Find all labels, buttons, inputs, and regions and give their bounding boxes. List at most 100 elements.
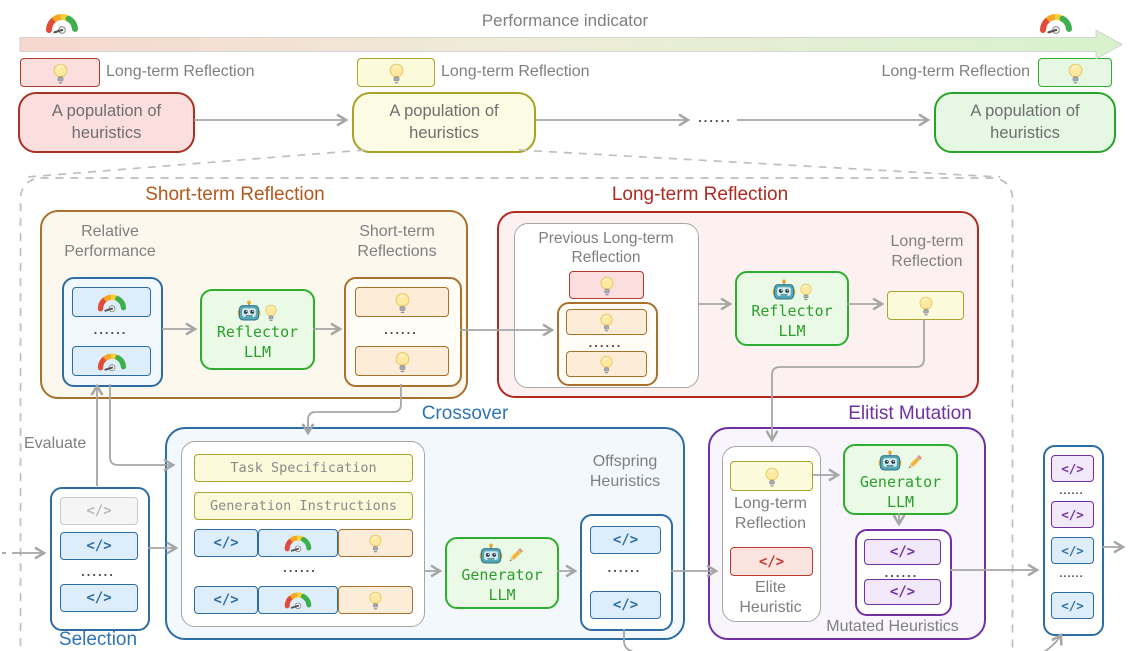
llm-name: Reflector: [216, 322, 299, 341]
population-text: heuristics: [71, 123, 142, 142]
selected-code-cell: </>: [60, 532, 138, 560]
parent-reflection-cell: [338, 529, 413, 557]
task-specification-cell: Task Specification: [194, 454, 413, 482]
legend-label: Long-term Reflection: [441, 63, 590, 80]
code-glyph: </>: [612, 532, 639, 548]
parent-code-cell: </>: [194, 586, 258, 614]
lightbulb-icon: [264, 303, 278, 322]
performance-indicator-title: Performance indicator: [400, 10, 730, 31]
population-box-mid: A population of heuristics: [352, 92, 536, 153]
long-term-output-label: Long-term Reflection: [890, 233, 964, 270]
code-glyph: </>: [1061, 507, 1084, 522]
output-code-cell-purple: </>: [1051, 455, 1094, 482]
llm-name: Reflector: [751, 301, 833, 320]
long-term-reflection-cell: [730, 461, 813, 491]
generator-llm-box: Generator LLM: [445, 537, 559, 609]
performance-gauge-icon: [44, 10, 80, 36]
code-glyph: </>: [1061, 543, 1084, 558]
llm-sub: LLM: [886, 492, 915, 511]
mutated-heuristics-label: Mutated Heuristics: [826, 618, 959, 635]
performance-gauge-icon: [283, 589, 313, 611]
lightbulb-icon: [764, 466, 780, 487]
population-text: A population of: [970, 101, 1080, 120]
robot-icon: [772, 279, 796, 301]
elitist-longterm-label: Long-term Reflection: [734, 495, 807, 532]
reflection-cell: [566, 351, 647, 377]
performance-indicator-label: Performance indicator: [481, 11, 649, 30]
relative-performance-label: Relative Performance: [64, 223, 156, 260]
performance-gauge-icon: [283, 532, 313, 554]
lightbulb-icon: [599, 275, 615, 296]
population-text: A population of: [389, 101, 499, 120]
parent-performance-cell: [258, 529, 338, 557]
code-glyph: </>: [889, 584, 916, 600]
lightbulb-icon: [599, 312, 614, 332]
lightbulb-icon: [394, 350, 411, 373]
ellipsis: ......: [884, 565, 919, 580]
parent-code-cell: </>: [194, 529, 258, 557]
evaluate-label: Evaluate: [24, 435, 87, 452]
robot-icon: [237, 300, 261, 322]
legend-label: Long-term Reflection: [881, 63, 1030, 80]
short-term-reflection-title: Short-term Reflection: [145, 184, 325, 205]
ellipsis: ......: [93, 322, 128, 337]
elitist-mutation-title: Elitist Mutation: [848, 403, 972, 424]
population-text: heuristics: [990, 123, 1060, 142]
lightbulb-icon: [599, 354, 614, 374]
pencil-icon: [506, 546, 525, 565]
performance-gauge-icon: [1038, 10, 1074, 36]
lightbulb-icon: [52, 62, 69, 84]
reflection-cell-red: [569, 271, 644, 299]
lightbulb-icon: [368, 533, 383, 553]
long-term-reflection-token-yellow: [357, 58, 435, 87]
ellipsis: ......: [1059, 485, 1084, 497]
performance-cell: [72, 346, 151, 376]
output-code-cell-blue: </>: [1051, 592, 1094, 619]
elite-code-cell: </>: [730, 547, 813, 576]
short-term-reflections-label: Short-term Reflections: [357, 223, 437, 260]
legend-label: Long-term Reflection: [106, 63, 255, 80]
selection-title: Selection: [58, 629, 138, 650]
reflector-llm-box: Reflector LLM: [200, 289, 315, 370]
reflector-llm-box: Reflector LLM: [735, 271, 849, 346]
long-term-reflection-token-red: [20, 58, 100, 87]
offspring-code-cell: </>: [590, 591, 661, 619]
population-box-final: A population of heuristics: [934, 92, 1116, 153]
population-text: A population of: [51, 101, 162, 120]
crossover-title: Crossover: [421, 403, 509, 424]
discarded-code-cell: </>: [60, 497, 138, 525]
performance-cell: [72, 287, 151, 317]
long-term-reflection-cell: [887, 291, 964, 320]
ellipsis: ......: [384, 322, 418, 337]
output-code-cell-blue: </>: [1051, 537, 1094, 564]
llm-name: Generator: [859, 472, 942, 491]
ellipsis: ......: [1059, 568, 1084, 580]
mutated-code-cell: </>: [864, 579, 941, 605]
population-box-early: A population of heuristics: [18, 92, 195, 153]
code-glyph: </>: [1061, 461, 1084, 476]
code-glyph: </>: [758, 553, 785, 570]
reflection-cell: [355, 346, 449, 376]
lightbulb-icon: [918, 295, 934, 316]
robot-icon: [479, 543, 503, 565]
long-term-reflection-token-green: [1038, 58, 1112, 87]
reflection-cell: [566, 309, 647, 335]
previous-long-term-label: Previous Long-term Reflection: [538, 230, 674, 267]
lightbulb-icon: [1067, 62, 1084, 84]
parent-reflection-cell: [338, 586, 413, 614]
pencil-icon: [905, 453, 924, 472]
selected-code-cell: </>: [60, 584, 138, 612]
code-glyph: </>: [86, 538, 112, 554]
ellipsis: ......: [607, 560, 642, 575]
robot-icon: [878, 450, 902, 472]
ellipsis: ......: [283, 560, 317, 575]
offspring-heuristics-label: Offspring Heuristics: [589, 453, 661, 490]
code-glyph: </>: [612, 597, 639, 613]
lightbulb-icon: [388, 62, 405, 84]
performance-gauge-icon: [96, 291, 128, 314]
mutated-code-cell: </>: [864, 539, 941, 565]
code-glyph: </>: [213, 592, 239, 608]
ellipsis: ......: [588, 335, 623, 350]
llm-sub: LLM: [778, 321, 806, 340]
offspring-code-cell: </>: [590, 526, 661, 554]
